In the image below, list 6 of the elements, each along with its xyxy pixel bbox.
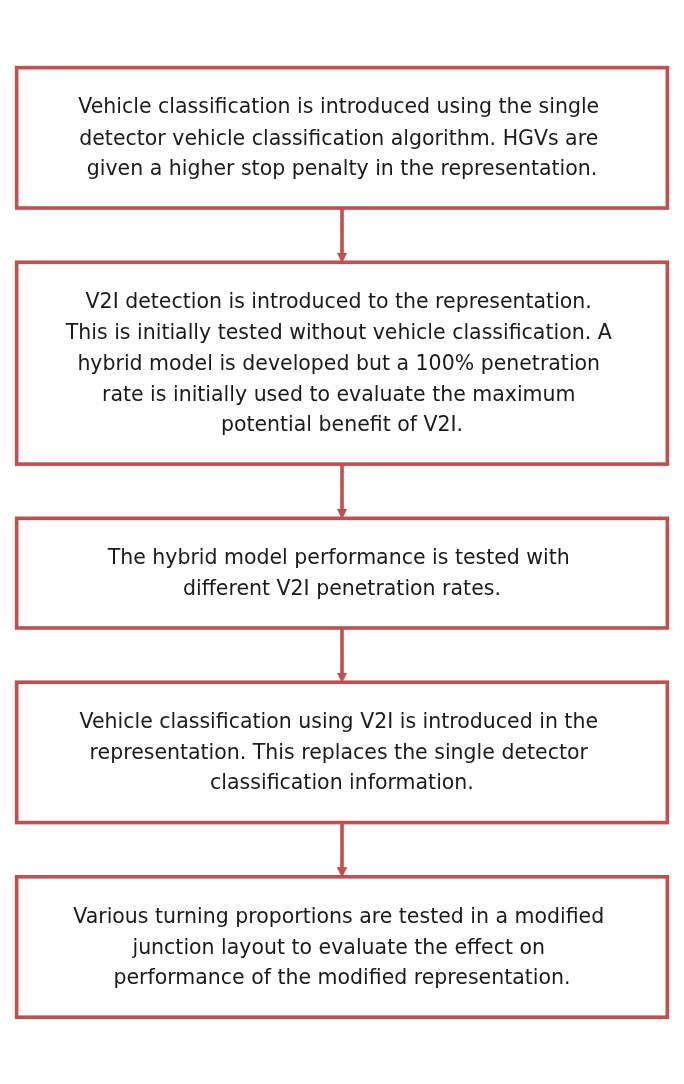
node-box: Various turning proportions are tested in a modified junction layout to evaluate the effect on performance of the modified representation. [14, 874, 670, 1019]
node-box: V2I detection is introduced to the representation. This is initially tested without vehicle classification. A hybrid model is developed but a 100% penetration rate is initially used to evaluate the maximum potential benefit of V2I. [14, 260, 670, 466]
node-box: The hybrid model performance is tested with different V2I penetration rates. [14, 516, 670, 630]
node-box: Vehicle classification is introduced using the single detector vehicle classification algorithm. HGVs are given a higher stop penalty in the representation. [14, 65, 670, 210]
node-box: Vehicle classification using V2I is introduced in the representation. This replaces the single detector classification information. [14, 679, 670, 824]
arrow [336, 822, 348, 877]
